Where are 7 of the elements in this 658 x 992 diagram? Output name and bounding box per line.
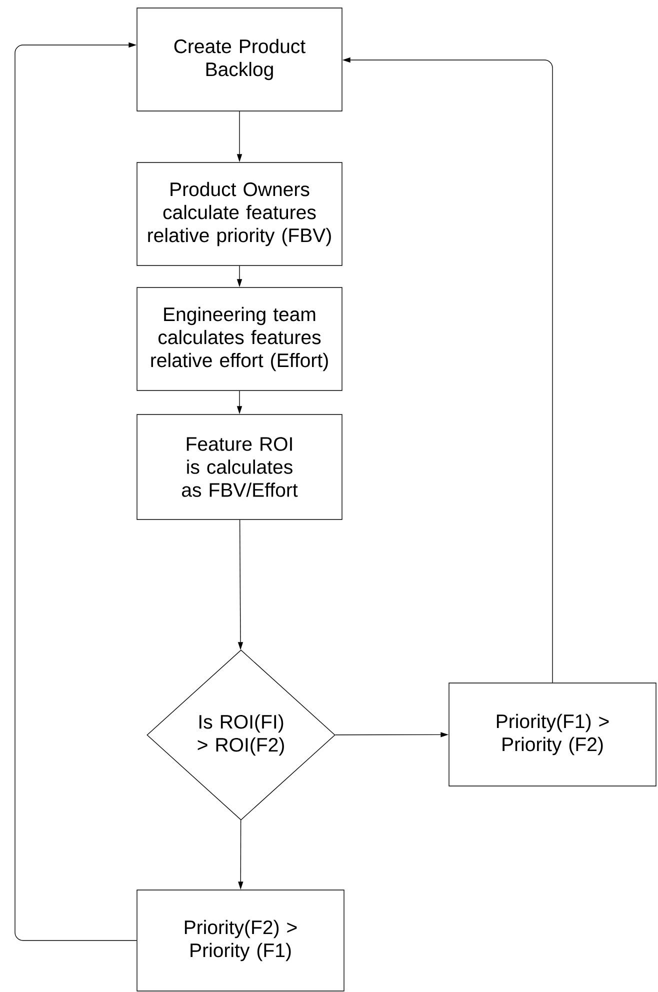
process-box: Create Product Backlog: [136, 8, 342, 112]
process-box: Priority(F1) > Priority (F2): [448, 682, 656, 786]
arrow: [14, 42, 137, 941]
process-box: Priority(F2) > Priority (F1): [136, 890, 344, 992]
process-box: Product Owners calculate features relative priority (FBV): [136, 162, 342, 266]
process-box: Feature ROI is calculates as FBV/Effort: [136, 414, 342, 520]
process-box: Engineering team calculates features relative effort (Effort): [136, 287, 342, 391]
